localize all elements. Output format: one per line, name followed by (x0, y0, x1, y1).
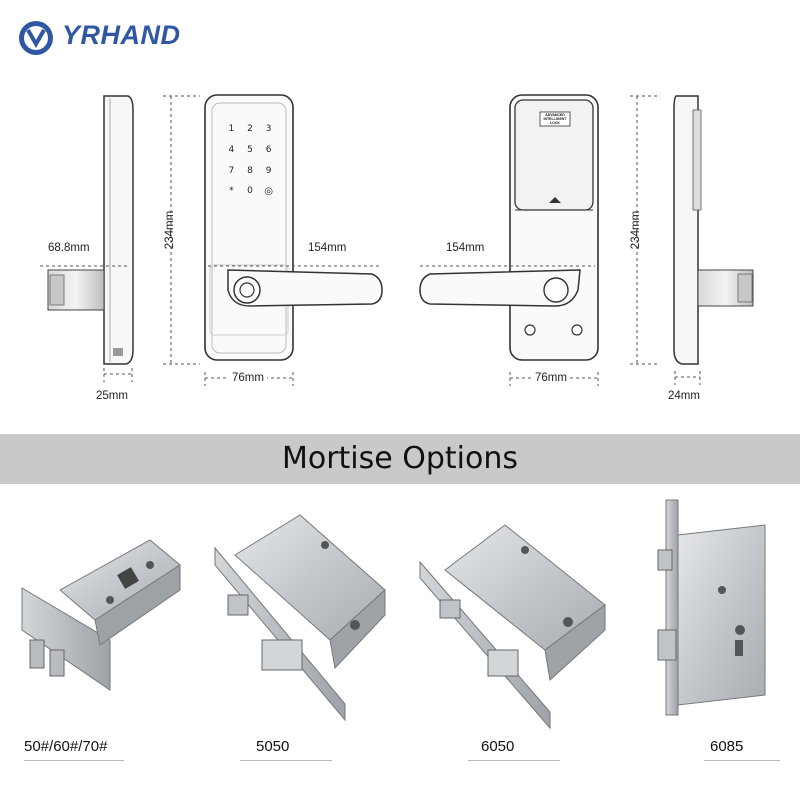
mortise-option-50-60-70-image (21, 539, 181, 691)
lock-side-view-left (47, 95, 134, 365)
dim-back-handle-length: 154mm (446, 242, 485, 254)
key-1: 1 (228, 124, 235, 134)
dim-back-width: 76mm (532, 372, 570, 384)
key-7: 7 (228, 165, 235, 176)
mortise-option-6085-image (657, 499, 766, 716)
mortise-option-6050-image (419, 524, 606, 730)
mortise-option-underline-1 (24, 760, 124, 761)
mortise-option-label-4: 6085 (710, 738, 744, 755)
dim-front-height: 234mm (164, 210, 176, 250)
mortise-option-underline-3 (468, 760, 560, 761)
mortise-option-label-3: 6050 (481, 738, 515, 755)
section-banner: Mortise Options (0, 434, 800, 484)
mortise-illustrations (21, 499, 766, 730)
mortise-option-label-1: 50#/60#/70# (24, 738, 108, 755)
key-6: 6 (265, 144, 272, 155)
brand-name: YRHAND (62, 20, 181, 50)
dim-side-right-depth: 24mm (668, 390, 700, 402)
fingerprint-icon: ◎ (264, 186, 274, 198)
mortise-option-underline-4 (704, 760, 780, 761)
key-star: * (229, 186, 234, 197)
lock-dimension-drawing (40, 94, 754, 386)
dim-front-width: 76mm (229, 372, 267, 384)
lock-back-view (419, 94, 599, 361)
lock-front-view (204, 94, 383, 361)
lock-side-view-right (673, 95, 754, 365)
key-9: 9 (265, 165, 272, 176)
brand-logo: YRHAND (18, 18, 218, 58)
dim-back-height: 234mm (630, 210, 642, 250)
keypad: 1 2 3 4 5 6 7 8 9 * 0 ◎ (222, 124, 278, 200)
dim-front-handle-length: 154mm (308, 242, 347, 254)
key-3: 3 (265, 124, 272, 134)
key-2: 2 (247, 124, 253, 134)
back-label-plate (539, 111, 571, 127)
mortise-option-label-2: 5050 (256, 738, 290, 755)
mortise-option-5050-image (214, 514, 386, 722)
mortise-option-underline-2 (240, 760, 332, 761)
dim-side-left-depth: 25mm (96, 390, 128, 402)
key-8: 8 (247, 165, 253, 176)
back-label-text: ADVANCED INTELLIGENT LOCK (543, 113, 567, 125)
dimension-lines (40, 95, 701, 386)
key-5: 5 (247, 144, 253, 155)
key-0: 0 (247, 186, 253, 197)
dim-side-left-height: 68.8mm (48, 242, 90, 254)
key-4: 4 (228, 144, 235, 155)
section-title: Mortise Options (281, 441, 519, 476)
logo-emblem-icon (19, 21, 53, 55)
